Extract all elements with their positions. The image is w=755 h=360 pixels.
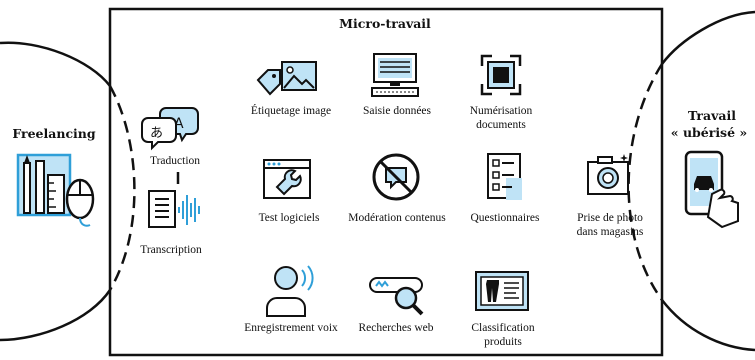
uberise-title-line2: « ubérisé » bbox=[670, 125, 748, 140]
etiquetage-label: Étiquetage image bbox=[250, 105, 332, 117]
freelancing-tools-icon bbox=[16, 153, 98, 233]
saisie-label: Saisie données bbox=[362, 105, 432, 117]
questionnaires-label: Questionnaires bbox=[470, 212, 540, 224]
translation-icon: A あ bbox=[140, 104, 200, 151]
freelancing-title: Freelancing bbox=[12, 126, 96, 141]
test-label: Test logiciels bbox=[258, 212, 320, 224]
freelancing-circle-bottom bbox=[0, 289, 112, 342]
classification-label-1: Classification bbox=[471, 322, 535, 334]
classification-label-2: produits bbox=[484, 336, 522, 348]
voice-recording-icon bbox=[264, 264, 316, 318]
uberise-title-line1: Travail bbox=[688, 108, 736, 123]
moderation-icon bbox=[371, 152, 421, 202]
smartphone-car-icon bbox=[682, 150, 742, 232]
web-search-icon bbox=[368, 272, 426, 318]
product-classification-icon bbox=[474, 270, 530, 312]
uberise-circle-inner bbox=[627, 63, 664, 301]
numerisation-label-1: Numérisation bbox=[469, 105, 533, 117]
transcription-label: Transcription bbox=[140, 244, 202, 256]
svg-text:A: A bbox=[174, 116, 184, 132]
scanner-icon bbox=[480, 54, 522, 96]
uberise-circle-top bbox=[661, 10, 755, 65]
svg-text:あ: あ bbox=[150, 126, 163, 141]
freelancing-circle bbox=[0, 41, 111, 87]
micro-travail-box bbox=[108, 7, 664, 357]
image-tag-icon bbox=[254, 60, 320, 100]
recherches-label: Recherches web bbox=[358, 322, 434, 334]
computer-icon bbox=[370, 52, 420, 98]
photo-label-2: dans magasins bbox=[576, 226, 644, 238]
moderation-label: Modération contenus bbox=[348, 212, 446, 224]
photo-label-1: Prise de photo bbox=[577, 212, 643, 224]
camera-icon bbox=[586, 154, 632, 196]
numerisation-label-2: documents bbox=[476, 119, 526, 131]
questionnaire-icon bbox=[486, 152, 524, 202]
uberise-circle-bottom bbox=[661, 299, 755, 352]
micro-travail-title: Micro-travail bbox=[339, 16, 431, 31]
freelancing-circle-inner bbox=[108, 85, 136, 291]
software-test-icon bbox=[262, 158, 312, 200]
transcription-icon bbox=[147, 189, 203, 235]
traduction-label: Traduction bbox=[149, 155, 201, 167]
enregistrement-label: Enregistrement voix bbox=[244, 322, 338, 334]
